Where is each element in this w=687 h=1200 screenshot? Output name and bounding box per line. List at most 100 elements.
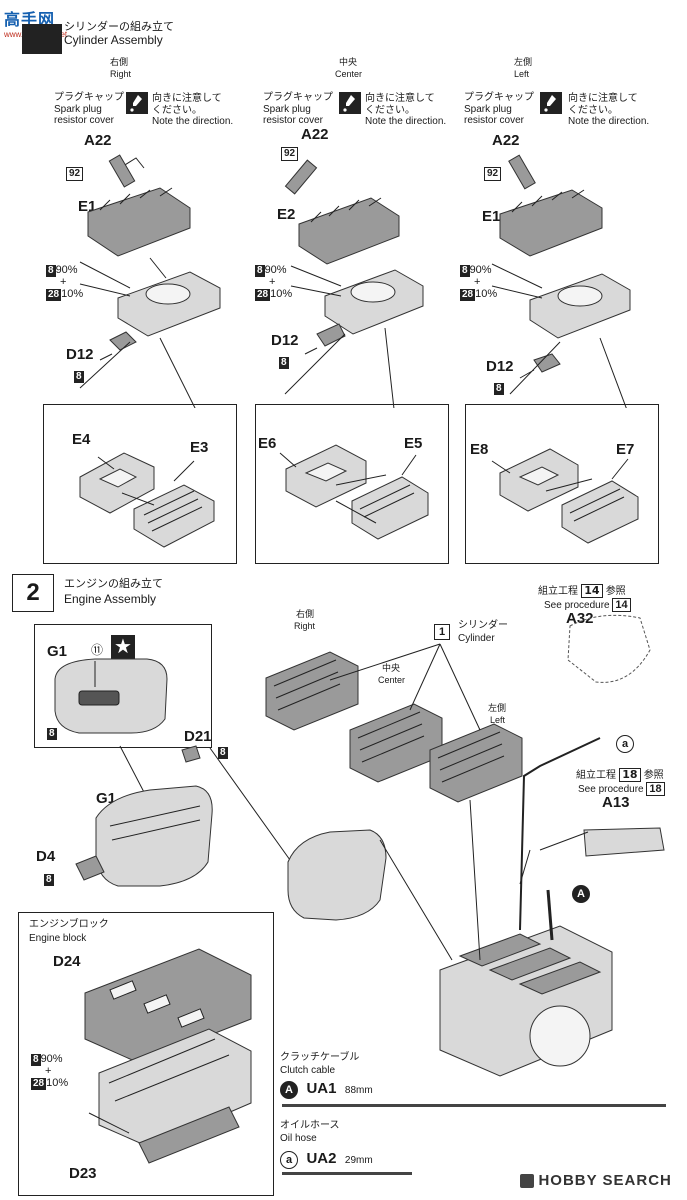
part-label-d12: D12 xyxy=(486,358,514,375)
marker-A: A xyxy=(572,885,590,903)
color-8: 8 xyxy=(31,1054,41,1066)
pos-left-jp: 左側 xyxy=(488,704,507,714)
plug-cap-label-jp: プラグキャップ xyxy=(464,92,534,103)
cover-inset-box: G1 ⑪ ★ 8 xyxy=(34,624,212,748)
plug-cap-label-en1: Spark plug xyxy=(54,104,102,115)
part-label-d12: D12 xyxy=(271,332,299,349)
position-en: Left xyxy=(514,69,530,79)
plug-cap-label-en2: resistor cover xyxy=(464,115,525,126)
engine-block-jp: エンジンブロック xyxy=(29,919,109,930)
star-icon: ★ xyxy=(111,635,135,659)
pct-b: 10% xyxy=(61,288,84,300)
step1-column-left: 左側 Left プラグキャップ Spark plug resistor cove… xyxy=(450,58,655,408)
part-label-a13: A13 xyxy=(602,794,630,811)
pct-b: 10% xyxy=(475,288,498,300)
cylinder-drawing xyxy=(284,159,424,408)
part-label-d12: D12 xyxy=(66,346,94,363)
cylinder-halves-drawing xyxy=(279,444,429,540)
cylinder-drawing xyxy=(491,154,631,408)
marker-A-big: A xyxy=(572,884,590,903)
caution-text-jp1: 向きに注意して xyxy=(365,93,435,104)
d4-color: 8 xyxy=(44,869,54,887)
color-8: 8 xyxy=(460,265,470,277)
engine-assembly-drawing xyxy=(75,614,665,1077)
color-28: 28 xyxy=(460,289,476,301)
color-8: 8 xyxy=(279,357,289,369)
step1-column-right: 右側 Right プラグキャップ Spark plug resistor cov… xyxy=(40,58,245,408)
part-label-half-a: E6 xyxy=(258,435,277,452)
color-8: 8 xyxy=(218,747,228,759)
footer-logo: HOBBY SEARCH xyxy=(520,1172,672,1190)
color-code-92: 92 xyxy=(484,163,502,181)
oil-part: UA2 xyxy=(306,1150,337,1167)
part-label-a32: A32 xyxy=(566,610,594,627)
ref18-en-text: See procedure xyxy=(578,784,644,795)
ref18-num-en: 18 xyxy=(646,782,665,796)
oil-length: 29mm xyxy=(344,1155,373,1166)
pct-b: 10% xyxy=(46,1077,69,1089)
pct-a: 90% xyxy=(40,1053,63,1065)
paint-mix-plus: + xyxy=(269,276,276,288)
clutch-marker: A xyxy=(280,1081,298,1099)
step1-number-box xyxy=(22,24,62,54)
marker-a-small: a xyxy=(616,734,634,753)
cover-color: 8 xyxy=(47,723,57,741)
color-code-8: 8 xyxy=(494,378,504,396)
color-28: 28 xyxy=(31,1078,47,1090)
clutch-cable-jp: クラッチケーブル xyxy=(280,1052,360,1063)
plug-cap-label-jp: プラグキャップ xyxy=(263,92,333,103)
pos-left-en: Left xyxy=(490,715,506,725)
detail-box-right: E4 E3 xyxy=(43,404,237,564)
caution-icon xyxy=(540,92,562,114)
pct-a: 90% xyxy=(469,264,492,276)
clutch-cable-en: Clutch cable xyxy=(280,1065,336,1076)
clutch-length: 88mm xyxy=(344,1085,373,1096)
position-jp: 右側 xyxy=(110,58,129,68)
part-label-cylinder: E2 xyxy=(277,206,296,223)
plug-cap-label-jp: プラグキャップ xyxy=(54,92,124,103)
color-code-92: 92 xyxy=(281,143,299,161)
part-label-d24: D24 xyxy=(53,953,81,970)
cylinder-halves-drawing xyxy=(491,448,639,544)
detail-box-center: E6 E5 xyxy=(255,404,449,564)
color-code-8: 8 xyxy=(74,366,84,384)
part-label-half-b: E3 xyxy=(190,439,209,456)
ref14-num: 14 xyxy=(581,584,603,598)
ref14-en: See procedure 14 xyxy=(544,598,631,612)
caution-text-jp2: ください。 xyxy=(365,105,415,116)
pos-center-en: Center xyxy=(378,675,406,685)
clutch-cable-spec: A UA1 88mm xyxy=(280,1080,373,1099)
plug-cap-label-en1: Spark plug xyxy=(464,104,512,115)
step1-title-en: Cylinder Assembly xyxy=(64,33,163,47)
pos-center-jp: 中央 xyxy=(382,664,401,674)
color-8: 8 xyxy=(46,265,56,277)
paint-mix-plus: + xyxy=(60,276,67,288)
ref18-note: 組立工程 18 参照 xyxy=(576,768,664,782)
cylinder-ref: 1 xyxy=(434,622,451,640)
step2-number: 2 xyxy=(12,574,54,612)
part-label-half-b: E7 xyxy=(616,441,635,458)
color-8: 8 xyxy=(47,728,57,740)
part-label-d23: D23 xyxy=(69,1165,97,1182)
decal-number: ⑪ xyxy=(91,643,104,657)
cylinder-halves-drawing xyxy=(79,452,215,548)
caution-text-en: Note the direction. xyxy=(568,116,650,127)
color-8: 8 xyxy=(74,371,84,383)
ref-number: 1 xyxy=(434,624,451,640)
clutch-part: UA1 xyxy=(306,1080,337,1097)
part-label-g1-top: G1 xyxy=(47,643,68,660)
cylinder-ref-en: Cylinder xyxy=(458,633,495,644)
position-jp: 中央 xyxy=(339,58,358,68)
position-en: Right xyxy=(110,69,132,79)
ref14-jp-pre: 組立工程 xyxy=(538,586,578,597)
part-label-half-a: E4 xyxy=(72,431,91,448)
plug-cap-label-en2: resistor cover xyxy=(263,115,324,126)
caution-icon xyxy=(126,92,148,114)
ref14-note: 組立工程 14 参照 xyxy=(538,584,626,598)
part-label-a22: A22 xyxy=(301,126,329,143)
